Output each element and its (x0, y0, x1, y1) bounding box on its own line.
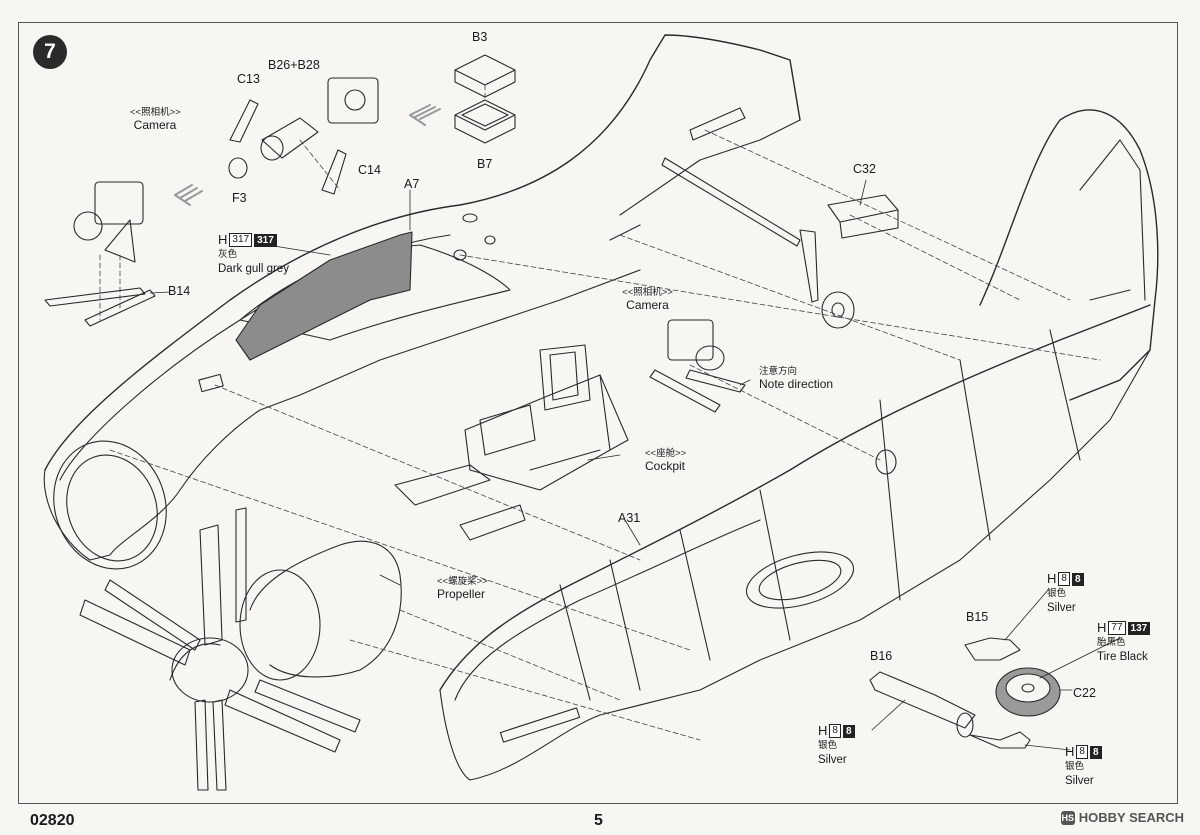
paint-code-box-dark: 8 (842, 724, 855, 738)
paint-zh-name: 灰色 (218, 249, 238, 260)
callout-note-direction: 注意方向 Note direction (759, 363, 833, 391)
page-number: 5 (594, 812, 603, 829)
paint-code-box: 77 (1108, 621, 1126, 635)
paint-h-prefix: H (1065, 744, 1075, 759)
paint-code-box: 8 (829, 724, 841, 738)
parts-b3-b7 (454, 54, 516, 144)
tail-fin (979, 109, 1159, 401)
callout-propeller-zh: <<螺旋桨>> (437, 576, 488, 587)
part-label-b15: B15 (966, 610, 989, 624)
callout-note-direction-zh: 注意方向 (759, 366, 798, 377)
part-label-c13: C13 (237, 72, 260, 86)
paint-code-box-dark: 8 (1071, 572, 1084, 586)
paint-h-prefix: H (818, 723, 828, 738)
paint-en-name: Silver (1065, 775, 1094, 787)
callout-camera-top-en: Camera (133, 118, 177, 132)
fuselage-right-half (439, 304, 1151, 781)
landing-gear-main (661, 107, 899, 329)
paint-en-name: Silver (818, 754, 847, 766)
callout-cockpit: <<座舱>> Cockpit (645, 445, 686, 473)
paint-h-prefix: H (1047, 571, 1057, 586)
paint-en-name: Dark gull grey (218, 263, 289, 275)
paint-zh-name: 银色 (818, 740, 838, 751)
paint-zh-name: 胎黑色 (1097, 637, 1126, 648)
part-label-f3: F3 (232, 191, 247, 205)
callout-cockpit-en: Cockpit (645, 459, 686, 473)
paint-code-box-dark: 8 (1089, 745, 1102, 759)
step-number-badge: 7 (33, 35, 67, 69)
page-frame (18, 22, 1178, 804)
part-label-c14: C14 (358, 163, 381, 177)
watermark-logo-icon: HS (1060, 810, 1075, 825)
paint-zh-name: 银色 (1065, 761, 1085, 772)
paint-h-prefix: H (1097, 620, 1107, 635)
callout-propeller-en: Propeller (437, 587, 486, 601)
direction-arrows (174, 104, 441, 206)
part-label-b14: B14 (168, 284, 191, 298)
part-label-b16: B16 (870, 649, 893, 663)
paint-code-box-dark: 137 (1127, 621, 1151, 635)
paint-code-box: 8 (1058, 572, 1070, 586)
camera-middle (649, 319, 746, 413)
paint-en-name: Silver (1047, 602, 1076, 614)
paint-code-box-dark: 317 (254, 233, 277, 247)
callout-cockpit-zh: <<座舱>> (645, 448, 687, 459)
watermark-text: HOBBY SEARCH (1078, 810, 1184, 825)
paint-code-box: 317 (229, 233, 253, 247)
paint-en-name: Tire Black (1097, 651, 1148, 663)
callout-camera-middle: <<照相机>> Camera (620, 284, 675, 312)
part-label-a31: A31 (618, 511, 641, 525)
landing-gear-detail (869, 637, 1061, 749)
part-label-a7: A7 (404, 177, 420, 191)
paint-code-box: 8 (1076, 745, 1088, 759)
part-label-b7: B7 (477, 157, 493, 171)
callout-propeller: <<螺旋桨>> Propeller (437, 573, 488, 601)
callout-camera-middle-zh: <<照相机>> (622, 287, 673, 298)
cockpit-tub (464, 344, 629, 491)
watermark: HS HOBBY SEARCH (1060, 810, 1184, 825)
fuselage-left-half (43, 34, 801, 570)
part-label-b26-b28: B26+B28 (268, 58, 320, 72)
part-label-c22: C22 (1073, 686, 1096, 700)
paint-h-prefix: H (218, 232, 228, 247)
propeller-assembly (79, 507, 402, 791)
part-label-c32: C32 (853, 162, 876, 176)
callout-note-direction-en: Note direction (759, 377, 834, 391)
assembly-guide-lines (99, 84, 1101, 741)
callout-camera-top-zh: <<照相机>> (130, 107, 181, 118)
camera-upper (228, 77, 379, 195)
paint-zh-name: 银色 (1047, 588, 1067, 599)
part-label-b3: B3 (472, 30, 488, 44)
callout-camera-top: <<照相机>> Camera (130, 104, 181, 132)
callout-camera-middle-en: Camera (626, 298, 669, 312)
kit-number: 02820 (30, 812, 75, 829)
